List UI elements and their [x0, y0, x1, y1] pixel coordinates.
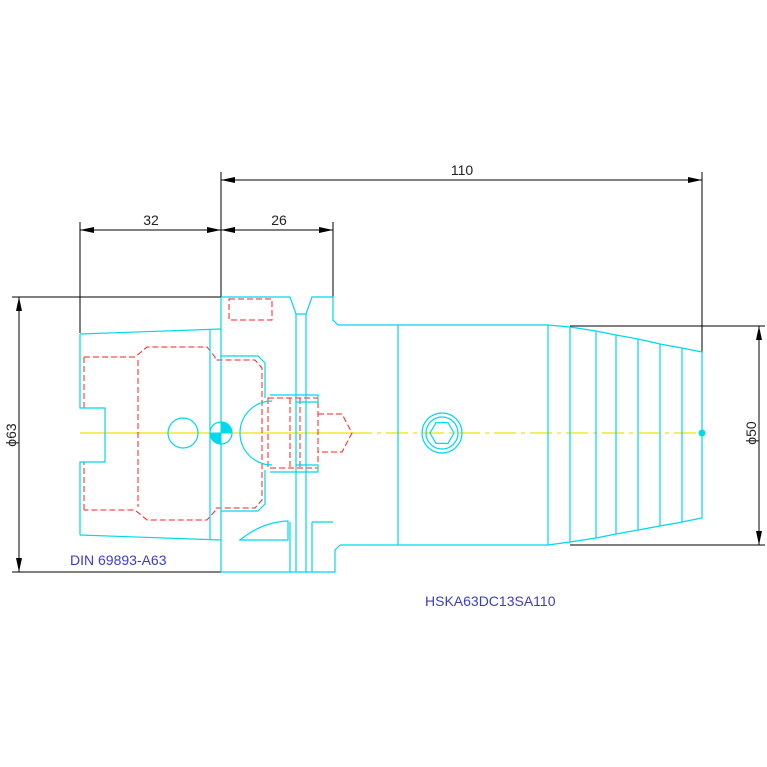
flange-arc: [239, 400, 273, 466]
flange-bottom: [221, 544, 341, 573]
tool-tip-point-icon: [698, 429, 706, 437]
taper-bottom-edge: [79, 534, 222, 541]
taper-hole-icon: [167, 417, 199, 449]
taper-top-edge: [79, 328, 222, 335]
part-number-label: HSKA63DC13SA110: [425, 593, 556, 609]
dimension-body-diameter: ϕ50: [743, 421, 759, 445]
flange-inner-lower: [221, 470, 266, 512]
drive-slot: [238, 520, 289, 541]
flange-pocket: [228, 298, 273, 321]
hex-socket-icon: [421, 412, 463, 454]
datum-symbol-icon: [209, 421, 233, 445]
taper-end-face: [79, 334, 106, 535]
coolant-holder-lower: [270, 464, 319, 473]
flange-top-with-groove: [221, 296, 339, 326]
standard-label: DIN 69893-A63: [70, 552, 167, 568]
dimension-taper-length: 32: [143, 212, 159, 228]
dimension-flange-diameter: ϕ63: [3, 423, 19, 447]
coolant-tube-tip: [318, 413, 353, 453]
tool-holder-outline: [79, 296, 706, 573]
dimension-flange-length: 26: [271, 212, 287, 228]
body-contour: [338, 324, 703, 546]
flange-inner-upper: [221, 355, 266, 398]
dimension-lines: [12, 172, 765, 573]
coolant-holder-upper: [270, 394, 319, 403]
dimension-overall-length: 110: [451, 162, 474, 178]
